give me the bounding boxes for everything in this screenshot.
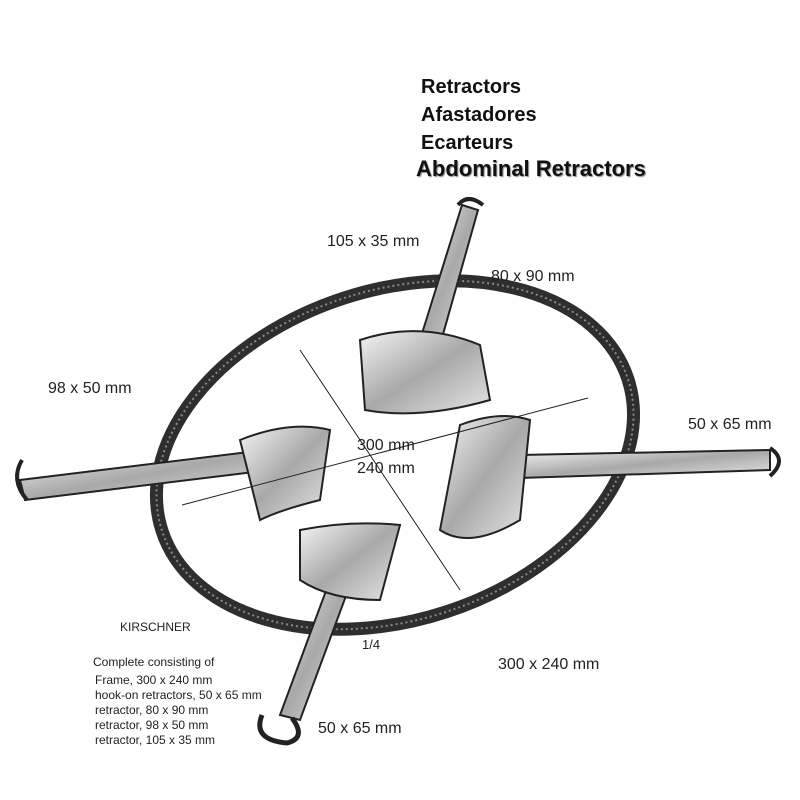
contents-heading: Complete consisting of	[93, 655, 215, 669]
scale-label: 1/4	[362, 637, 381, 652]
brand-label: KIRSCHNER	[120, 620, 191, 634]
title-retractors: Retractors	[421, 76, 522, 98]
dim-frame-width: 300 mm	[357, 437, 415, 454]
left-retractor	[15, 425, 332, 522]
dim-bottom-retractor: 50 x 65 mm	[318, 720, 402, 737]
bottom-retractor	[257, 522, 402, 746]
contents-item: retractor, 98 x 50 mm	[95, 718, 209, 732]
contents-item: hook-on retractors, 50 x 65 mm	[95, 688, 262, 702]
dim-top-retractor: 105 x 35 mm	[327, 233, 420, 250]
contents-item: retractor, 105 x 35 mm	[95, 733, 216, 747]
dim-frame-size: 300 x 240 mm	[498, 656, 600, 673]
contents-item: retractor, 80 x 90 mm	[95, 703, 209, 717]
title-ecarteurs: Ecarteurs	[421, 132, 514, 154]
top-retractor	[358, 197, 492, 415]
title-afastadores: Afastadores	[421, 104, 537, 126]
dim-right-retractor: 50 x 65 mm	[688, 416, 772, 433]
dim-top-right-retractor: 80 x 90 mm	[491, 268, 575, 285]
contents-list: Frame, 300 x 240 mm hook-on retractors, …	[95, 673, 262, 748]
contents-item: Frame, 300 x 240 mm	[95, 673, 213, 687]
right-retractor	[438, 415, 781, 539]
main-title: Abdominal Retractors	[416, 156, 646, 181]
dim-frame-height: 240 mm	[357, 460, 415, 477]
dim-left-retractor: 98 x 50 mm	[48, 380, 132, 397]
